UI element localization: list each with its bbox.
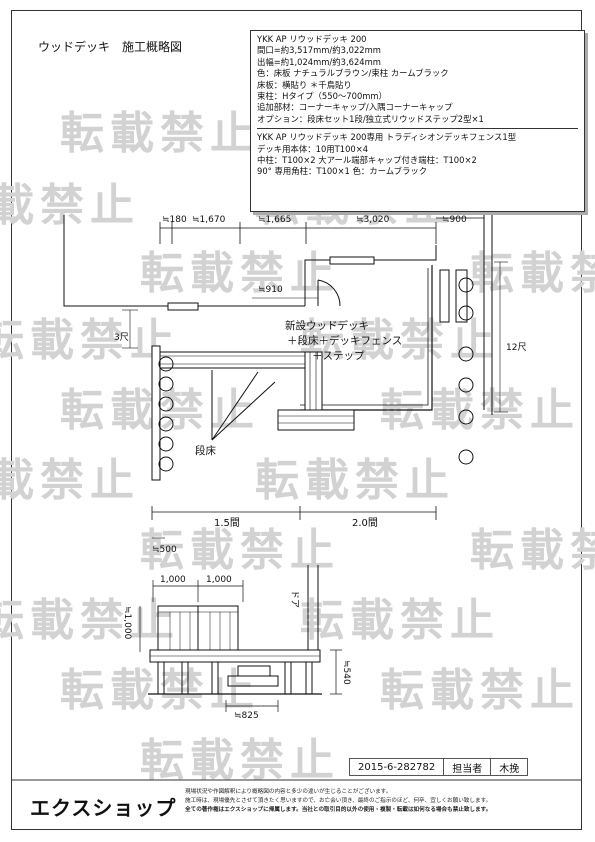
notice-line: 施工時は、現場優先とさせて頂きたく思いますので、お亡会い頂き、最終のご指示のほど… <box>185 798 492 804</box>
spec-line: 間口=約3,517mm/約3,022mm <box>257 45 381 56</box>
dim-label: ≒825 <box>234 711 259 721</box>
spec-separator <box>257 128 578 130</box>
company-logo: エクスショップ <box>30 796 177 820</box>
spec-line: 色：床板 ナチュラルブラウン/束柱 カームブラック <box>257 68 449 79</box>
window-top <box>329 256 375 265</box>
fence-post <box>158 376 174 392</box>
watermark-text: 転載禁止 <box>380 665 580 716</box>
deck-post <box>305 661 313 695</box>
watermark-text: 転載禁止 <box>140 525 340 576</box>
dim-label: ≒910 <box>258 285 283 295</box>
fence-panel <box>197 605 239 651</box>
fence-post <box>458 305 474 321</box>
sheet-frame <box>11 10 582 830</box>
dim-label: ≒1,665 <box>258 215 291 225</box>
dim-label: ≒900 <box>442 215 467 225</box>
elevation-labels: 1,000 1,000 ≒1,000 ドア ≒540 ≒825 <box>122 575 351 721</box>
fence-post <box>158 456 174 472</box>
deck-outline <box>300 268 429 406</box>
spec-line: 中柱：T100×2 大アール端部キャップ付き端柱：T100×2 <box>257 155 477 166</box>
dim-label: ≒180 <box>162 215 187 225</box>
staff-label: 担当者 <box>443 759 490 775</box>
spec-box: YKK AP リウッドデッキ 200 間口=約3,517mm/約3,022mm … <box>250 30 585 212</box>
dim-label: ≒500 <box>152 545 177 555</box>
spec-line: 出幅=約1,024mm/約3,624mm <box>257 56 381 67</box>
house-wall <box>374 245 437 261</box>
elevation-step <box>237 665 271 677</box>
footer-notice: 現場状況や作図解釈により概略図の内容と多少の違いが生じることがございます。 施工… <box>185 788 575 815</box>
notice-line: 現場状況や作図解釈により概略図の内容と多少の違いが生じることがございます。 <box>185 789 392 795</box>
step-label: 段床 <box>195 444 216 457</box>
step-floor <box>151 351 323 369</box>
dim-label: 1,000 <box>160 575 186 585</box>
spec-line: オプション：段床セット1段/独立式リウッドステップ2型×1 <box>257 113 484 124</box>
fence-post <box>158 356 174 372</box>
fence-rail <box>439 269 450 323</box>
spec-line: 追加部材：コーナーキャップ/入隅コーナーキャップ <box>257 102 453 113</box>
watermark-text: 転載禁止 <box>300 595 500 646</box>
watermark-text: 転載禁止 <box>140 248 340 299</box>
watermark-text: 転載禁止 <box>0 595 180 646</box>
deck-label: ＋ステップ <box>312 350 365 362</box>
watermark-text: 転載禁止 <box>300 315 500 366</box>
deck-post <box>284 661 292 695</box>
watermark-text: 転載禁止 <box>470 525 595 576</box>
dim-label: ≒1,670 <box>192 215 226 225</box>
fence-post <box>158 416 174 432</box>
doc-info-table: 2015-6-282782 担当者 木挽 <box>349 758 529 776</box>
spec-line: 床板：横貼り ＊千鳥貼り <box>257 79 352 90</box>
deck-label: ＋段床＋デッキフェンス <box>287 334 402 347</box>
staff-name: 木挽 <box>490 759 527 775</box>
window-left <box>167 302 199 311</box>
elevation-view <box>139 565 342 712</box>
house-wall <box>63 215 168 307</box>
spec-line: YKK AP リウッドデッキ 200 <box>257 34 367 44</box>
independent-step <box>277 409 355 431</box>
house-wall <box>304 259 330 306</box>
door-swing <box>317 279 341 307</box>
watermark-text: 転載禁止 <box>60 108 260 159</box>
dim-label: 2.0間 <box>352 517 378 529</box>
watermark-text: 転載禁止 <box>140 735 340 786</box>
dim-label: ≒3,020 <box>356 215 390 225</box>
watermark-text: 転載禁止 <box>0 315 180 366</box>
fence-post <box>458 377 474 393</box>
fence-post <box>458 277 474 293</box>
watermark-text: 転載禁止 <box>470 248 595 299</box>
leader-line <box>211 381 276 441</box>
fence-rail <box>151 345 161 481</box>
fence-post <box>458 449 474 465</box>
dim-label: 1.5間 <box>214 517 240 529</box>
spec-line: デッキ用本体：10用T100×4 <box>257 143 369 154</box>
fence-post <box>458 346 474 362</box>
dim-label: 1,000 <box>206 575 232 585</box>
watermark-text: 転載禁止 <box>0 455 140 506</box>
copyright-notice: 全ての著作権はエクスショップに帰属します。当社との取引目的以外の使用・複製・転載… <box>185 807 492 813</box>
fence-post <box>158 436 174 452</box>
page-title: ウッドデッキ 施工概略図 <box>38 40 183 54</box>
fence-post <box>158 396 174 412</box>
watermark-text: 転載禁止 <box>255 455 455 506</box>
watermark-text: 転載禁止 <box>0 180 140 231</box>
dim-label: 12尺 <box>506 342 526 353</box>
fence-rail <box>455 269 468 323</box>
leader-line <box>211 371 259 441</box>
spec-line: 90° 専用角柱：T100×1 色：カームブラック <box>257 166 428 177</box>
dim-label: ≒540 <box>341 660 351 685</box>
dim-label: 3尺 <box>114 332 129 343</box>
plan-labels: ≒180 ≒1,670 ≒1,665 ≒3,020 ≒900 ≒910 3尺 1… <box>114 215 526 555</box>
deck-label: 新設ウッドデッキ <box>285 319 369 332</box>
spec-line: 束柱：Hタイプ（550〜700mm） <box>257 91 387 102</box>
spec-line: YKK AP リウッドデッキ 200専用 トラディシオンデッキフェンス1型 <box>257 132 517 143</box>
dim-label: ≒1,000 <box>122 606 132 640</box>
doc-number: 2015-6-282782 <box>358 761 436 773</box>
door-label: ドア <box>289 590 299 608</box>
plan-view <box>63 215 508 539</box>
watermark-text: 転載禁止 <box>60 665 260 716</box>
fence-post <box>458 409 474 425</box>
